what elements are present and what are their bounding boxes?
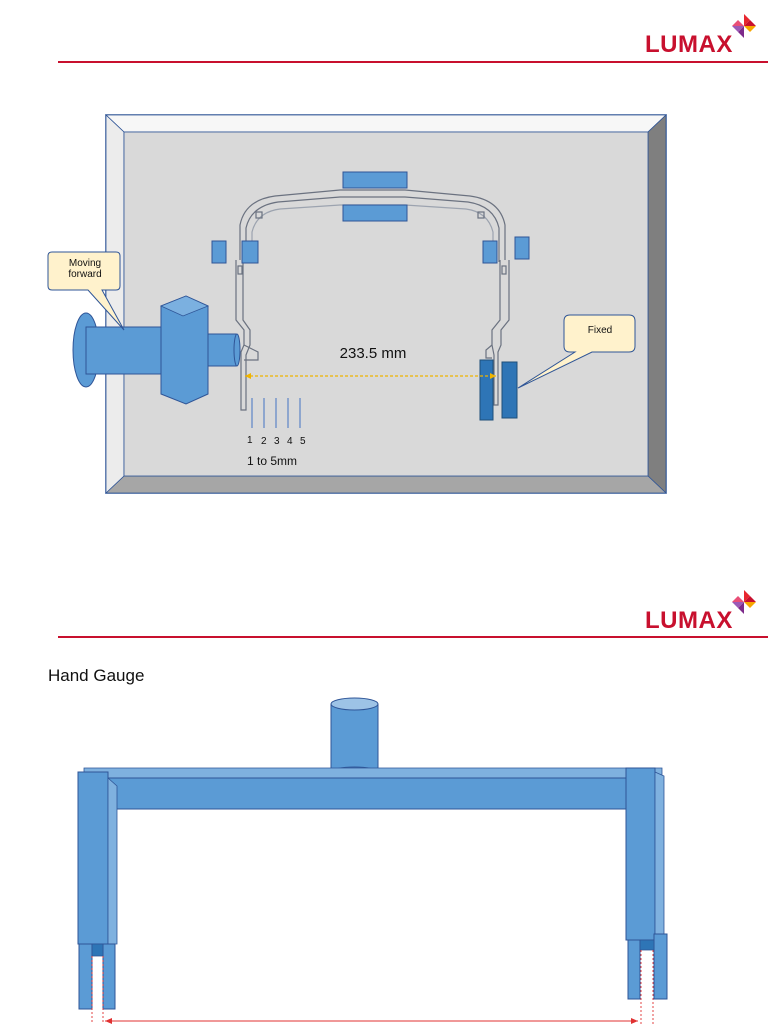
offset-ticks bbox=[251, 398, 301, 428]
pinwheel-logo-icon bbox=[732, 590, 756, 614]
fixture-diagram bbox=[47, 114, 668, 494]
tick-label-4: 4 bbox=[287, 436, 293, 447]
slide-hand-gauge: LUMAX Hand Gauge bbox=[0, 576, 768, 1024]
tick-label-3: 3 bbox=[274, 436, 280, 447]
right-outer-block bbox=[514, 236, 530, 260]
slide-fixture-setup: LUMAX bbox=[47, 12, 768, 494]
distance-label: 233.5 mm bbox=[339, 345, 407, 362]
hand-gauge-diagram bbox=[77, 697, 668, 1024]
callout-moving-forward bbox=[47, 251, 125, 331]
callout-moving-text: Moving forward bbox=[68, 258, 102, 280]
callout-fixed-text: Fixed bbox=[587, 325, 613, 336]
dimension-arrow-left-icon bbox=[245, 373, 251, 379]
gauge-right-leg bbox=[625, 767, 668, 1000]
part-bracket bbox=[235, 189, 510, 411]
header-rule bbox=[58, 61, 768, 63]
tick-label-1: 1 bbox=[247, 435, 253, 446]
gauge-crossbar bbox=[83, 767, 663, 810]
top-locator-block bbox=[342, 204, 408, 222]
left-inner-block bbox=[241, 240, 259, 264]
tick-label-5: 5 bbox=[300, 436, 306, 447]
header-rule bbox=[58, 636, 768, 638]
gauge-handle bbox=[330, 697, 379, 778]
lumax-logo: LUMAX bbox=[645, 12, 763, 62]
top-clamp-block bbox=[342, 171, 408, 189]
fixed-block-left bbox=[479, 359, 494, 421]
logo-text: LUMAX bbox=[645, 607, 733, 634]
measure-arrow-right-icon bbox=[631, 1018, 638, 1024]
left-outer-block bbox=[211, 240, 227, 264]
range-label: 1 to 5mm bbox=[247, 454, 298, 468]
page-title: Hand Gauge bbox=[48, 666, 145, 685]
callout-fixed bbox=[517, 314, 636, 389]
moving-cylinder bbox=[72, 295, 241, 405]
measure-arrow-left-icon bbox=[105, 1018, 112, 1024]
gauge-measure-guides bbox=[91, 950, 654, 1024]
right-inner-block bbox=[482, 240, 498, 264]
pinwheel-logo-icon bbox=[732, 14, 756, 38]
tick-label-2: 2 bbox=[261, 436, 267, 447]
lumax-logo: LUMAX bbox=[645, 588, 763, 638]
fixed-block-right bbox=[501, 361, 518, 419]
gauge-left-leg bbox=[77, 771, 118, 1010]
dimension-arrow-right-icon bbox=[490, 373, 496, 379]
logo-text: LUMAX bbox=[645, 31, 733, 58]
